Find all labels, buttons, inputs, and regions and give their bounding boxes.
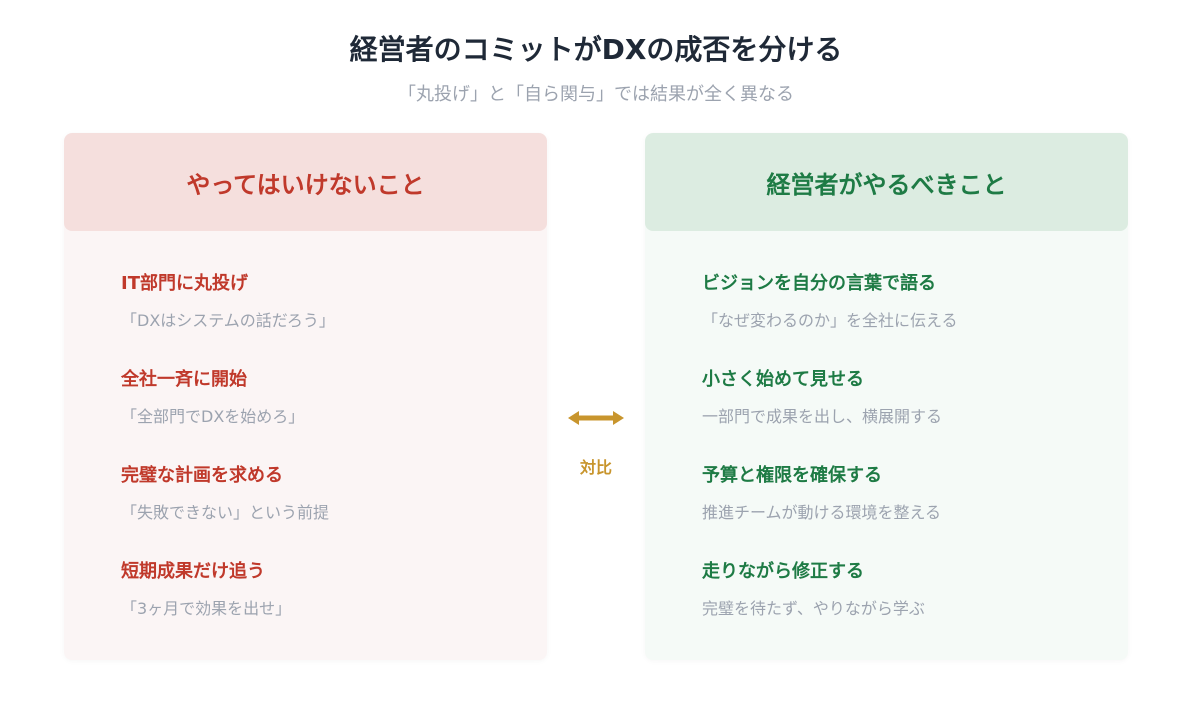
item-sub: 一部門で成果を出し、横展開する [702,407,943,426]
item-sub: 「全部門でDXを始めろ」 [121,407,305,426]
list-item: 完璧な計画を求める「失敗できない」という前提 [121,461,547,553]
item-sub: 「なぜ変わるのか」を全社に伝える [702,311,958,330]
item-title: 予算と権限を確保する [702,465,882,486]
dont-heading: やってはいけないこと [64,133,547,231]
list-item: 走りながら修正する完璧を待たず、やりながら学ぶ [702,557,1128,649]
item-title: 全社一斉に開始 [121,369,247,390]
item-title: 走りながら修正する [702,561,864,582]
item-title: 小さく始めて見せる [702,369,864,390]
item-title: 完璧な計画を求める [121,465,283,486]
double-arrow-icon [566,408,626,432]
item-sub: 「失敗できない」という前提 [121,503,330,522]
list-item: 予算と権限を確保する推進チームが動ける環境を整える [702,461,1128,553]
item-sub: 完璧を待たず、やりながら学ぶ [702,599,925,618]
list-item: 短期成果だけ追う「3ヶ月で効果を出せ」 [121,557,547,649]
list-item: 全社一斉に開始「全部門でDXを始めろ」 [121,365,547,457]
item-title: 短期成果だけ追う [121,561,265,582]
do-heading: 経営者がやるべきこと [645,133,1128,231]
item-title: IT部門に丸投げ [121,273,248,294]
page-title: 経営者のコミットがDXの成否を分ける [349,33,843,66]
item-sub: 「3ヶ月で効果を出せ」 [121,599,292,618]
contrast-label: 対比 [579,458,612,477]
item-title: ビジョンを自分の言葉で語る [702,273,936,294]
page-subtitle: 「丸投げ」と「自ら関与」では結果が全く異なる [398,84,794,105]
do-panel: 経営者がやるべきこと ビジョンを自分の言葉で語る「なぜ変わるのか」を全社に伝える… [645,133,1128,660]
list-item: IT部門に丸投げ「DXはシステムの話だろう」 [121,269,547,361]
list-item: ビジョンを自分の言葉で語る「なぜ変わるのか」を全社に伝える [702,269,1128,361]
item-sub: 「DXはシステムの話だろう」 [121,311,335,330]
dont-panel: やってはいけないこと IT部門に丸投げ「DXはシステムの話だろう」 全社一斉に開… [64,133,547,660]
item-sub: 推進チームが動ける環境を整える [702,503,942,522]
list-item: 小さく始めて見せる一部門で成果を出し、横展開する [702,365,1128,457]
